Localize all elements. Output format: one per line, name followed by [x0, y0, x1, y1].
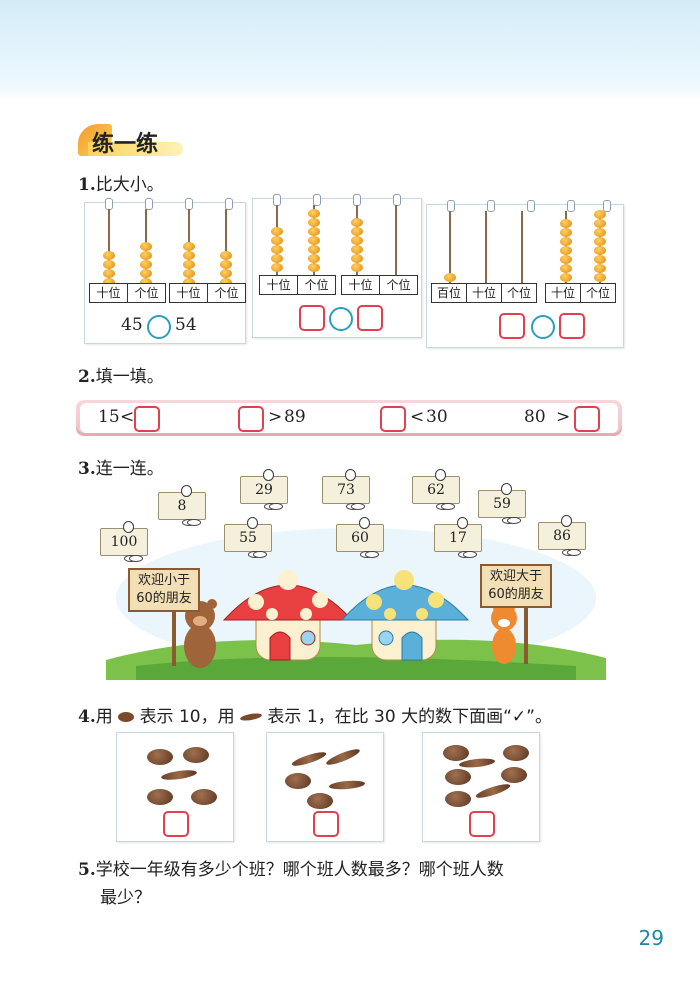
question-4: 4.用 表示 10，用 表示 1，在比 30 大的数下面画“✓”。 [78, 707, 552, 727]
answer-box[interactable] [299, 305, 325, 331]
coin-card-1 [116, 732, 234, 842]
number-card[interactable]: 55 [224, 517, 272, 558]
connect-scene: 欢迎小于 60的朋友 欢迎大于 60的朋友 8 29 73 62 59 100 … [96, 469, 616, 680]
number-card[interactable]: 60 [336, 517, 384, 558]
compare-circle[interactable] [147, 315, 171, 339]
number-card[interactable]: 17 [434, 517, 482, 558]
answer-box[interactable] [357, 305, 383, 331]
compare-circle[interactable] [329, 307, 353, 331]
compare-right-value: 54 [175, 315, 197, 335]
abacus-card-2: 十位 个位 十位 个位 [252, 194, 422, 338]
question-1: 1.比大小。 [78, 175, 164, 195]
sign-less-than-60: 欢迎小于 60的朋友 [128, 568, 200, 612]
question-5: 5.学校一年级有多少个班？哪个班人数最多？哪个班人数 最少？ [78, 860, 504, 908]
number-card[interactable]: 100 [100, 521, 148, 562]
lesson-title-text: 练一练 [92, 132, 159, 157]
number-card[interactable]: 29 [240, 469, 288, 510]
question-2: 2.填一填。 [78, 367, 164, 387]
coin-card-2 [266, 732, 384, 842]
check-box[interactable] [313, 811, 339, 837]
compare-left-value: 45 [121, 315, 143, 335]
number-card[interactable]: 86 [538, 515, 586, 556]
sign-greater-than-60: 欢迎大于 60的朋友 [480, 564, 552, 608]
answer-box[interactable] [499, 313, 525, 339]
ten-coin-icon [118, 712, 135, 722]
check-mark-icon: ✓ [511, 707, 527, 727]
fill-box[interactable] [134, 406, 160, 432]
one-stick-icon [239, 712, 263, 722]
top-banner [0, 0, 700, 100]
fill-box[interactable] [238, 406, 264, 432]
number-card[interactable]: 8 [158, 485, 206, 526]
number-card[interactable]: 59 [478, 483, 526, 524]
number-card[interactable]: 62 [412, 469, 460, 510]
fill-in-strip: 15 < > 89 < 30 80 > [76, 400, 622, 436]
scene-illustration [106, 528, 606, 680]
compare-circle[interactable] [531, 315, 555, 339]
fill-box[interactable] [380, 406, 406, 432]
coin-card-3 [422, 732, 540, 842]
abacus-card-1: 十位 个位 十位 个位 45 54 [84, 198, 246, 344]
abacus-card-3: 百位 十位 个位 十位 个位 [426, 200, 624, 348]
check-box[interactable] [163, 811, 189, 837]
question-3: 3.连一连。 [78, 459, 164, 479]
page-number: 29 [638, 926, 664, 950]
lesson-title: 练一练 [78, 118, 198, 158]
answer-box[interactable] [559, 313, 585, 339]
fill-box[interactable] [574, 406, 600, 432]
number-card[interactable]: 73 [322, 469, 370, 510]
check-box[interactable] [469, 811, 495, 837]
